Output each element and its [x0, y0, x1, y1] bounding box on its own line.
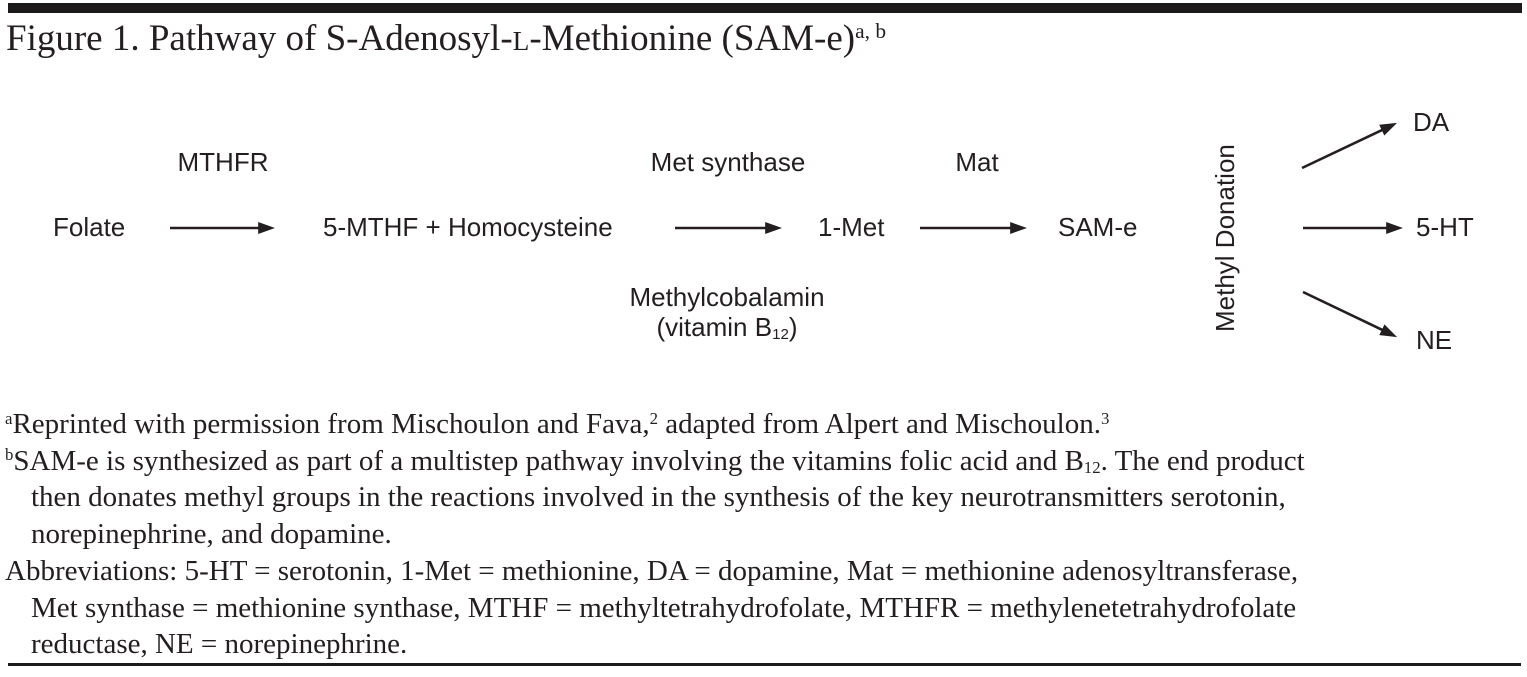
pathway-diagram: MTHFR Met synthase Mat Folate 5-MTHF + H…	[53, 107, 1474, 355]
node-folate: Folate	[53, 212, 126, 242]
arrow-methyl-to-da	[1301, 122, 1398, 170]
cofactor-label-methylcobalamin: Methylcobalamin	[629, 282, 825, 312]
footnote-line: aReprinted with permission from Mischoul…	[5, 408, 1110, 440]
node-ne: NE	[1416, 325, 1453, 355]
bottom-rule	[8, 663, 1521, 666]
top-rule	[8, 3, 1522, 13]
node-5mthf-homocysteine: 5-MTHF + Homocysteine	[323, 212, 613, 242]
footnote-line: then donates methyl groups in the reacti…	[31, 481, 1286, 514]
pathway-arrows	[170, 122, 1404, 338]
node-5ht: 5-HT	[1416, 212, 1474, 242]
node-da: DA	[1413, 107, 1450, 137]
enzyme-label-met-synthase: Met synthase	[650, 147, 806, 177]
footnote-line: Abbreviations: 5-HT = serotonin, 1-Met =…	[5, 554, 1299, 587]
arrow-methyl-to-ne	[1302, 290, 1398, 338]
figure-title: Figure 1. Pathway of S-Adenosyl-L-Methio…	[6, 18, 887, 59]
footnote-line: norepinephrine, and dopamine.	[31, 518, 392, 551]
footnote-line: reductase, NE = norepinephrine.	[31, 628, 408, 661]
enzyme-label-mat: Mat	[955, 147, 999, 177]
footnote-line: bSAM-e is synthesized as part of a multi…	[5, 444, 1305, 478]
enzyme-label-mthfr: MTHFR	[177, 147, 269, 177]
footnotes: aReprinted with permission from Mischoul…	[5, 406, 1525, 663]
node-same: SAM-e	[1058, 212, 1138, 242]
node-1met: 1-Met	[818, 212, 885, 242]
methyl-donation-label: Methyl Donation	[1210, 144, 1240, 332]
footnote-line: Met synthase = methionine synthase, MTHF…	[31, 591, 1297, 624]
cofactor-label-vitamin-b12: (vitamin B12)	[656, 312, 798, 344]
